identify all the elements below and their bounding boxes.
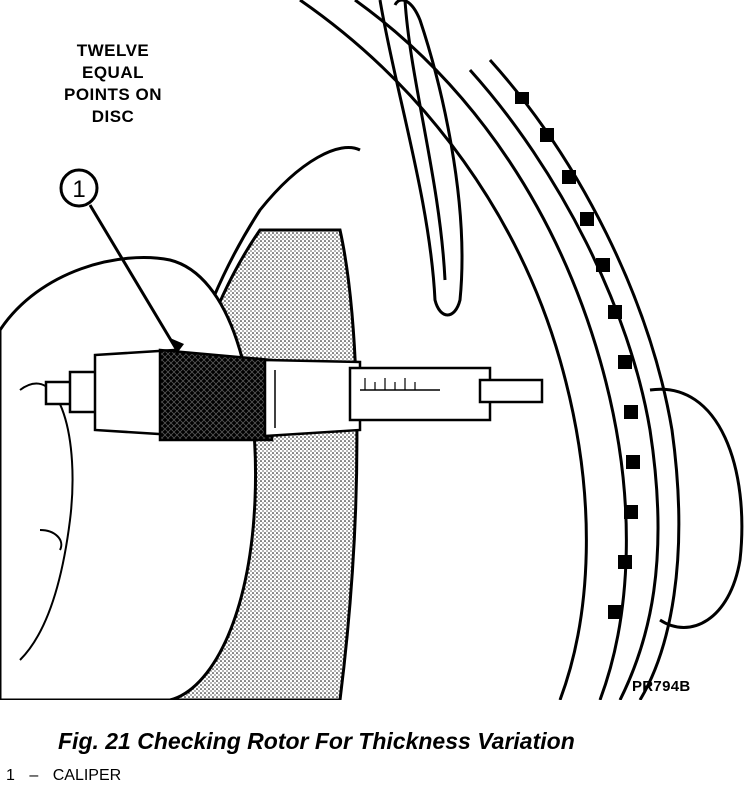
legend-number: 1 (6, 767, 15, 784)
figure-reference-code: PR794B (632, 678, 691, 695)
legend-label: CALIPER (52, 767, 122, 784)
rotor-illustration: 1 (0, 0, 744, 700)
caliper-bracket (378, 0, 464, 317)
callout-text: TWELVE EQUAL POINTS ON DISC (63, 41, 162, 126)
hub-dome (649, 387, 744, 629)
callout-leader-line (88, 204, 180, 353)
legend-dash: – (29, 767, 39, 784)
rotor-outer-edge (299, 0, 588, 700)
rotor-vent-slots (515, 92, 640, 619)
micrometer-caliper (44, 348, 544, 442)
callout-circle (59, 168, 99, 208)
callout-number: 1 (72, 176, 85, 203)
figure-caption: Fig. 21 Checking Rotor For Thickness Var… (58, 728, 575, 754)
legend-item: 1 – CALIPER (6, 767, 131, 785)
